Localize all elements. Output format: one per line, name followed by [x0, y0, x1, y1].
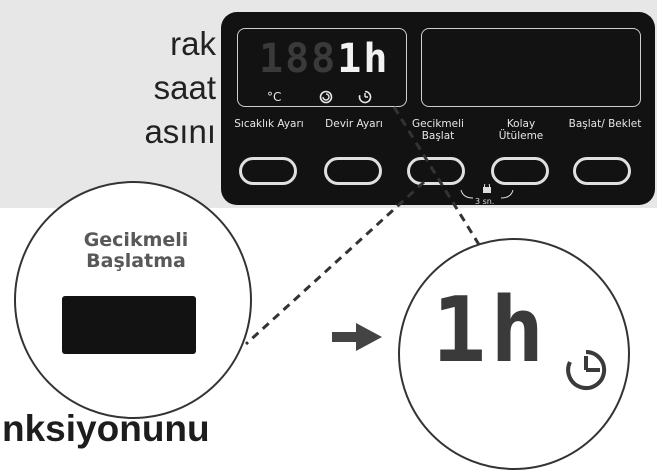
spin-icon — [319, 90, 333, 107]
button-label-temperature: Sıcaklık Ayarı — [234, 118, 304, 130]
display-frame-left — [237, 28, 407, 107]
child-lock: 3 sn. — [457, 182, 517, 206]
button-label-spin: Devir Ayarı — [325, 118, 383, 130]
button-label-delay: Gecikmeli Başlat — [412, 118, 464, 142]
start-pause-button[interactable] — [573, 157, 631, 185]
display-frame-right — [421, 28, 641, 107]
spin-button[interactable] — [324, 157, 382, 185]
celsius-icon: °C — [267, 90, 282, 104]
delay-start-button-zoomed[interactable] — [62, 296, 196, 354]
zoomed-segment-display: 1h — [432, 278, 549, 383]
button-label-easy-iron: Kolay Ütüleme — [498, 118, 544, 142]
instruction-line-1: rak — [170, 25, 216, 62]
segment-display: 1881h — [259, 36, 389, 82]
delay-start-label-line1: Gecikmeli — [83, 229, 189, 251]
arrow-right-icon — [332, 323, 382, 351]
delay-start-button[interactable] — [407, 157, 465, 185]
instruction-line-2: saat — [153, 69, 216, 106]
delay-start-label: Gecikmeli Başlatma — [66, 230, 206, 272]
segment-display-dim: 188 — [259, 36, 338, 82]
easy-iron-button[interactable] — [491, 157, 549, 185]
timer-icon — [566, 349, 607, 390]
timer-icon — [357, 90, 373, 107]
status-icons: °C — [267, 90, 407, 106]
button-label-start-pause: Başlat/ Beklet — [568, 118, 642, 130]
instruction-text: rak saat asını — [0, 22, 220, 154]
segment-display-lit: 1h — [337, 36, 390, 82]
temperature-button[interactable] — [239, 157, 297, 185]
instruction-line-3: asını — [144, 113, 216, 150]
control-panel: 1881h °C Sıcaklık Ayarı Devir Ayarı Geci… — [221, 12, 655, 206]
delay-start-label-line2: Başlatma — [86, 250, 186, 272]
lock-duration: 3 sn. — [475, 197, 495, 206]
